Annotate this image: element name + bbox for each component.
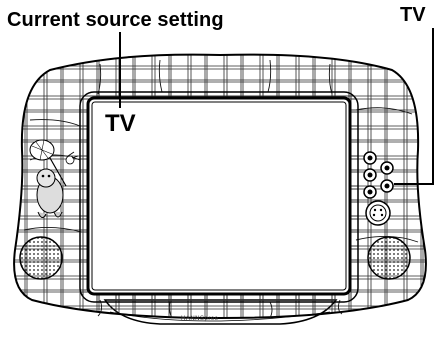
current-source-caption: Current source setting	[7, 10, 224, 30]
left-speaker	[20, 237, 62, 279]
svideo-port-icon	[366, 201, 390, 225]
tv-input-caption: TV	[400, 5, 426, 25]
right-speaker	[368, 237, 410, 279]
screen-source-label: TV	[105, 112, 136, 136]
brand-logo: HANNSpree	[181, 316, 219, 322]
